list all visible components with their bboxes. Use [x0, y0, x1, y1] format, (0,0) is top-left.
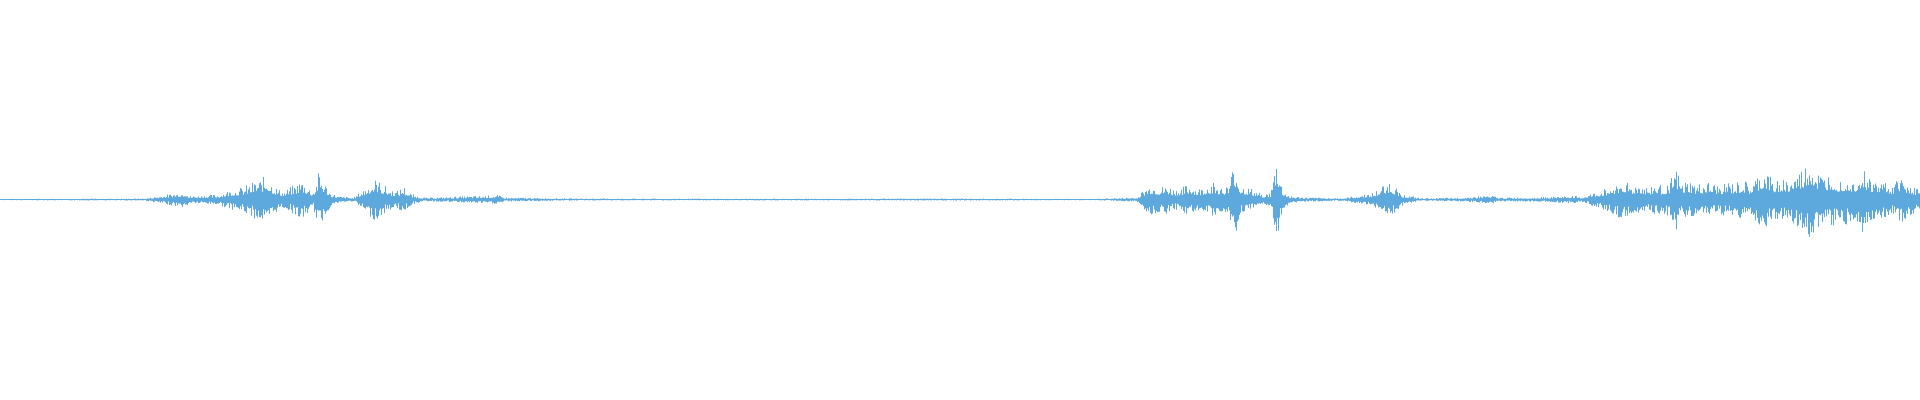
waveform-bars	[0, 168, 1920, 237]
